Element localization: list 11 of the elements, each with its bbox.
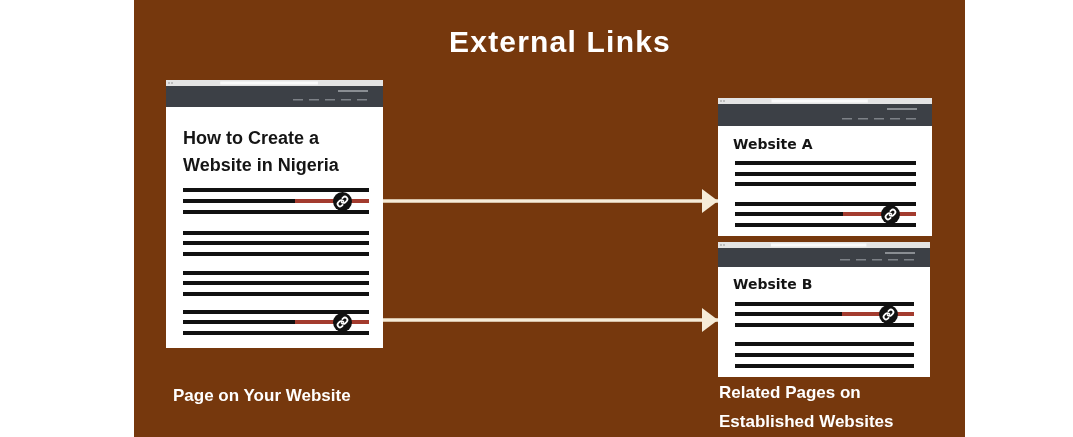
webpage-mockup xyxy=(718,242,930,377)
page-heading: How to Create a Website in Nigeria xyxy=(183,127,340,177)
webpage-mockup xyxy=(166,80,383,348)
arrow xyxy=(383,189,718,213)
webpage-mockup xyxy=(718,98,932,236)
caption: Related Pages on Established Websites xyxy=(719,382,895,433)
page-heading: Website B xyxy=(733,275,814,293)
diagram-title: External Links xyxy=(448,24,672,60)
page-label: Page on Your Website xyxy=(173,385,352,407)
page-heading: Website A xyxy=(733,135,814,153)
arrow xyxy=(383,308,718,332)
